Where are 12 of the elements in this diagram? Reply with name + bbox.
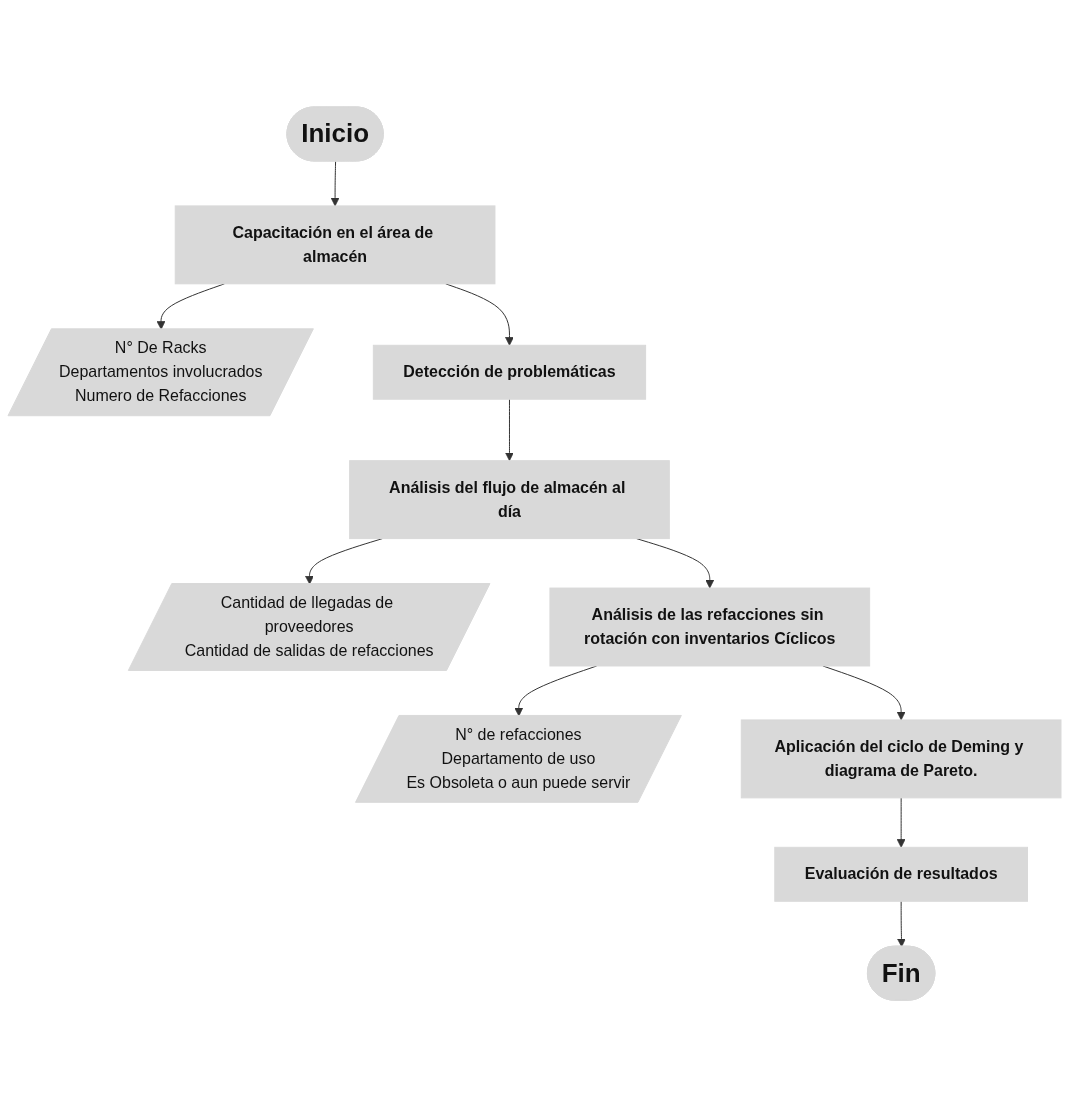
arrow bbox=[330, 160, 340, 207]
node-box: Análisis del flujo de almacén al día bbox=[349, 460, 670, 539]
node-box: Aplicación del ciclo de Deming y diagrama de Pareto. bbox=[740, 719, 1062, 799]
node-box: Análisis de las refacciones sin rotación con inventarios Cíclicos bbox=[549, 587, 871, 667]
arrow bbox=[897, 900, 906, 948]
arrow bbox=[445, 283, 514, 346]
node-box: Detección de problemáticas bbox=[372, 344, 647, 400]
node-box: Capacitación en el área de almacén bbox=[174, 205, 496, 285]
arrow bbox=[896, 797, 906, 848]
node-box: Evaluación de resultados bbox=[774, 846, 1028, 902]
arrow bbox=[505, 398, 514, 461]
arrow bbox=[156, 283, 225, 330]
